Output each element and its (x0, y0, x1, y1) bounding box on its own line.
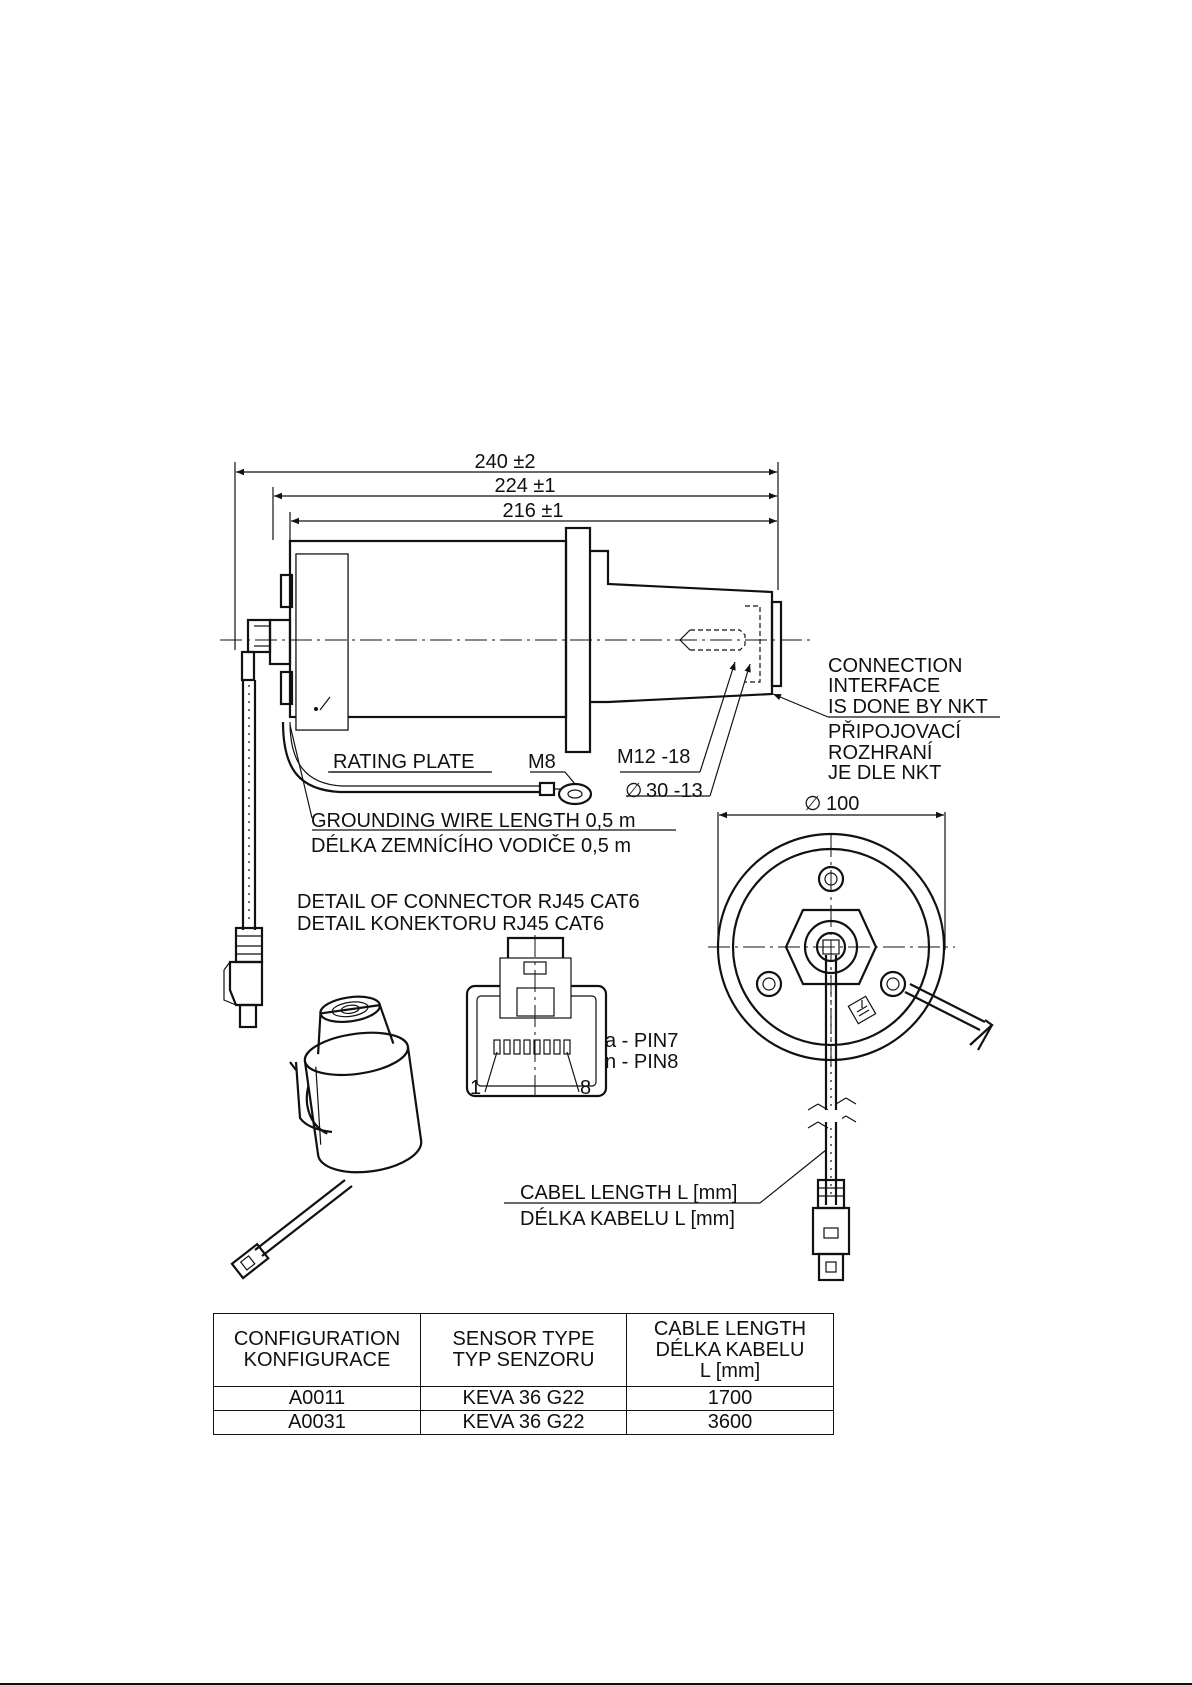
isometric-view (303, 995, 423, 1174)
col-configuration: CONFIGURATION KONFIGURACE (213, 1313, 421, 1387)
pin-a-label: a - PIN7 (605, 1030, 678, 1052)
rj45-plug-front (811, 1206, 851, 1256)
pin-n-label: n - PIN8 (605, 1051, 678, 1073)
diameter-symbol-front: ∅ (804, 793, 821, 815)
connection-label-cz-1: PŘIPOJOVACÍ (828, 720, 961, 743)
grounding-label-en: GROUNDING WIRE LENGTH 0,5 m (311, 810, 635, 832)
detail-label-cz: DETAIL KONEKTORU RJ45 CAT6 (297, 913, 604, 935)
diameter-label: 100 (826, 793, 859, 815)
connection-label-en-1: CONNECTION (828, 655, 962, 677)
dim-216-label: 216 ±1 (502, 500, 563, 522)
front-view: ∅ 100 (504, 793, 994, 1282)
col-cable-length: CABLE LENGTH DÉLKA KABELU L [mm] (626, 1313, 834, 1387)
cell-cable-length: 3600 (626, 1410, 834, 1435)
table-row: A0031 KEVA 36 G22 3600 (213, 1410, 834, 1435)
table-row: A0011 KEVA 36 G22 1700 (213, 1386, 834, 1411)
pin-1-label: 1 (470, 1077, 481, 1099)
pin-8-label: 8 (580, 1077, 591, 1099)
screw-right (879, 970, 907, 998)
cable-label-cz: DÉLKA KABELU L [mm] (520, 1207, 735, 1230)
connection-label-cz-2: ROZHRANÍ (828, 741, 933, 764)
grounding-wire (281, 721, 540, 794)
connection-label-cz-3: JE DLE NKT (828, 762, 941, 784)
hex-nut (784, 908, 878, 986)
bottom-rule (0, 1683, 1192, 1685)
rj45-detail: DETAIL OF CONNECTOR RJ45 CAT6 DETAIL KON… (297, 891, 678, 1100)
m8-lug (557, 782, 593, 806)
screw-left (755, 970, 783, 998)
cell-cable-length: 1700 (626, 1386, 834, 1411)
cable-side (241, 680, 257, 930)
detail-label-en: DETAIL OF CONNECTOR RJ45 CAT6 (297, 891, 640, 913)
nose-cone (590, 549, 774, 704)
cable-iso (254, 1179, 353, 1257)
side-view: 240 ±2 224 ±1 216 ±1 RATING PLATE M8 M12… (220, 451, 1000, 1029)
rating-plate-label: RATING PLATE (333, 751, 475, 773)
thread-label: M12 -18 (617, 746, 690, 768)
m8-label: M8 (528, 751, 556, 773)
col-sensor-type: SENSOR TYPE TYP SENZORU (420, 1313, 627, 1387)
screw-top (817, 865, 845, 893)
cell-configuration: A0031 (213, 1410, 421, 1435)
configuration-table: CONFIGURATION KONFIGURACE SENSOR TYPE TY… (213, 1313, 834, 1435)
table-header-row: CONFIGURATION KONFIGURACE SENSOR TYPE TY… (213, 1313, 834, 1387)
diameter-symbol-bore: ∅ (625, 780, 642, 802)
bore-label: 30 -13 (646, 780, 703, 802)
cable-front (824, 955, 838, 1205)
rj45-plug-iso (230, 1242, 270, 1280)
connection-label-en-2: INTERFACE (828, 675, 940, 697)
cell-sensor-type: KEVA 36 G22 (420, 1410, 627, 1435)
grounding-label-cz: DÉLKA ZEMNÍCÍHO VODIČE 0,5 m (311, 834, 631, 857)
cable-label-en: CABEL LENGTH L [mm] (520, 1182, 737, 1204)
connection-label-en-3: IS DONE BY NKT (828, 696, 988, 718)
cell-sensor-type: KEVA 36 G22 (420, 1386, 627, 1411)
cell-configuration: A0011 (213, 1386, 421, 1411)
dim-224-label: 224 ±1 (494, 475, 555, 497)
dim-240-label: 240 ±2 (474, 451, 535, 473)
rj45-pins (493, 1039, 571, 1055)
